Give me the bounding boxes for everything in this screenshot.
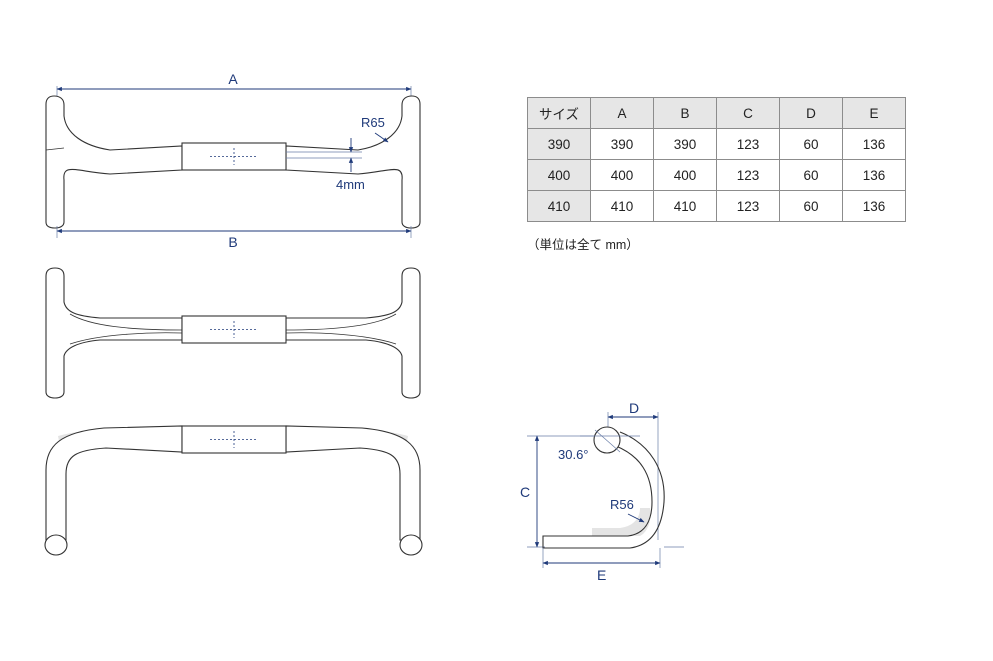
header-size: サイズ [527, 97, 591, 129]
cell-a: 410 [590, 190, 654, 222]
cell-a: 400 [590, 159, 654, 191]
cell-e: 136 [842, 190, 906, 222]
cell-b: 400 [653, 159, 717, 191]
top-view [45, 267, 421, 399]
header-c: C [716, 97, 780, 129]
flare-radius-label: R65 [361, 115, 385, 130]
rise-label: 4mm [336, 177, 365, 192]
table-row: 400 400 400 123 60 136 [527, 159, 906, 191]
cell-d: 60 [779, 159, 843, 191]
table-row: 390 390 390 123 60 136 [527, 128, 906, 160]
cell-b: 390 [653, 128, 717, 160]
front-view: A R65 4mm B [45, 71, 421, 250]
header-e: E [842, 97, 906, 129]
dim-d-label: D [629, 400, 639, 416]
size-spec-table: サイズ A B C D E 390 390 390 123 60 136 400… [527, 97, 906, 222]
table-row: 410 410 410 123 60 136 [527, 190, 906, 222]
cell-c: 123 [716, 190, 780, 222]
side-view: C D 30.6° R56 E [520, 400, 684, 583]
cell-size: 410 [527, 190, 591, 222]
cell-c: 123 [716, 159, 780, 191]
dim-c-label: C [520, 484, 530, 500]
cell-b: 410 [653, 190, 717, 222]
header-b: B [653, 97, 717, 129]
cell-e: 136 [842, 128, 906, 160]
back-view [44, 425, 423, 556]
angle-label: 30.6° [558, 447, 589, 462]
header-a: A [590, 97, 654, 129]
cell-c: 123 [716, 128, 780, 160]
dim-e-label: E [597, 567, 606, 583]
cell-d: 60 [779, 190, 843, 222]
cell-size: 400 [527, 159, 591, 191]
drop-radius-label: R56 [610, 497, 634, 512]
table-header-row: サイズ A B C D E [527, 97, 906, 129]
cell-size: 390 [527, 128, 591, 160]
cell-a: 390 [590, 128, 654, 160]
cell-e: 136 [842, 159, 906, 191]
dim-b-label: B [228, 234, 237, 250]
header-d: D [779, 97, 843, 129]
unit-note: （単位は全て mm） [527, 238, 639, 252]
cell-d: 60 [779, 128, 843, 160]
dim-a-label: A [228, 71, 238, 87]
